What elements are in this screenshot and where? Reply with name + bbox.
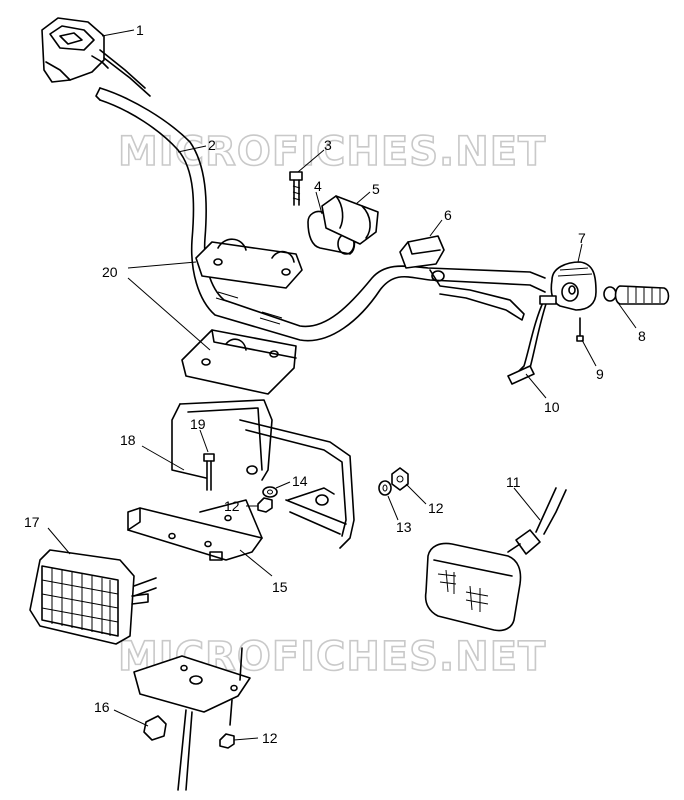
callout-16: 16	[94, 699, 110, 715]
small-screw-part	[576, 317, 584, 342]
callout-6: 6	[444, 207, 452, 223]
nut-part-bottom	[219, 733, 235, 749]
callout-7: 7	[578, 230, 586, 246]
callout-17: 17	[24, 514, 40, 530]
callout-9: 9	[596, 366, 604, 382]
watermark-top: MICROFICHES.NET	[118, 129, 546, 175]
nut-part-right	[391, 467, 409, 491]
callout-14: 14	[292, 473, 308, 489]
connector-part	[143, 715, 167, 741]
handlebar-grip-part	[603, 285, 670, 305]
lower-mount-plate-part	[133, 647, 251, 791]
washer-part	[262, 486, 278, 498]
callout-12-left: 12	[224, 498, 240, 514]
callout-11: 11	[506, 474, 521, 490]
switch-housing-part	[550, 261, 597, 311]
callout-5: 5	[372, 181, 380, 197]
headlight-left-part	[29, 549, 157, 645]
bolt-part	[289, 171, 303, 206]
callout-10: 10	[544, 399, 560, 415]
callout-2: 2	[208, 137, 216, 153]
mounting-plate-part	[127, 499, 263, 561]
callout-18: 18	[120, 432, 136, 448]
bracket-bolt-part	[203, 453, 215, 491]
callout-13: 13	[396, 519, 412, 535]
pad-cover-part	[321, 195, 379, 245]
wire-harness-part	[507, 487, 567, 555]
washer-part-right	[378, 480, 392, 496]
callout-8: 8	[638, 328, 646, 344]
brake-lever-assembly-part	[399, 235, 525, 321]
callout-4: 4	[314, 178, 322, 194]
light-bracket-part	[171, 399, 355, 549]
lower-clamp-part	[181, 329, 297, 395]
callout-3: 3	[324, 137, 332, 153]
callout-1: 1	[136, 22, 144, 38]
nut-part-left	[257, 497, 273, 513]
callout-15: 15	[272, 579, 288, 595]
leader-lines	[47, 29, 637, 741]
throttle-housing-part	[41, 17, 151, 97]
headlight-right-part	[424, 542, 522, 632]
callout-12-bottom: 12	[262, 730, 278, 746]
callout-12-right: 12	[428, 500, 444, 516]
throttle-cable-part	[507, 295, 557, 385]
upper-clamp-part	[195, 238, 303, 289]
callout-20: 20	[102, 264, 118, 280]
callout-labels: 1 2 3 4 5 6 7 8 9 10 11 12 13 14 12 15 1…	[24, 22, 646, 746]
callout-19: 19	[190, 416, 206, 432]
